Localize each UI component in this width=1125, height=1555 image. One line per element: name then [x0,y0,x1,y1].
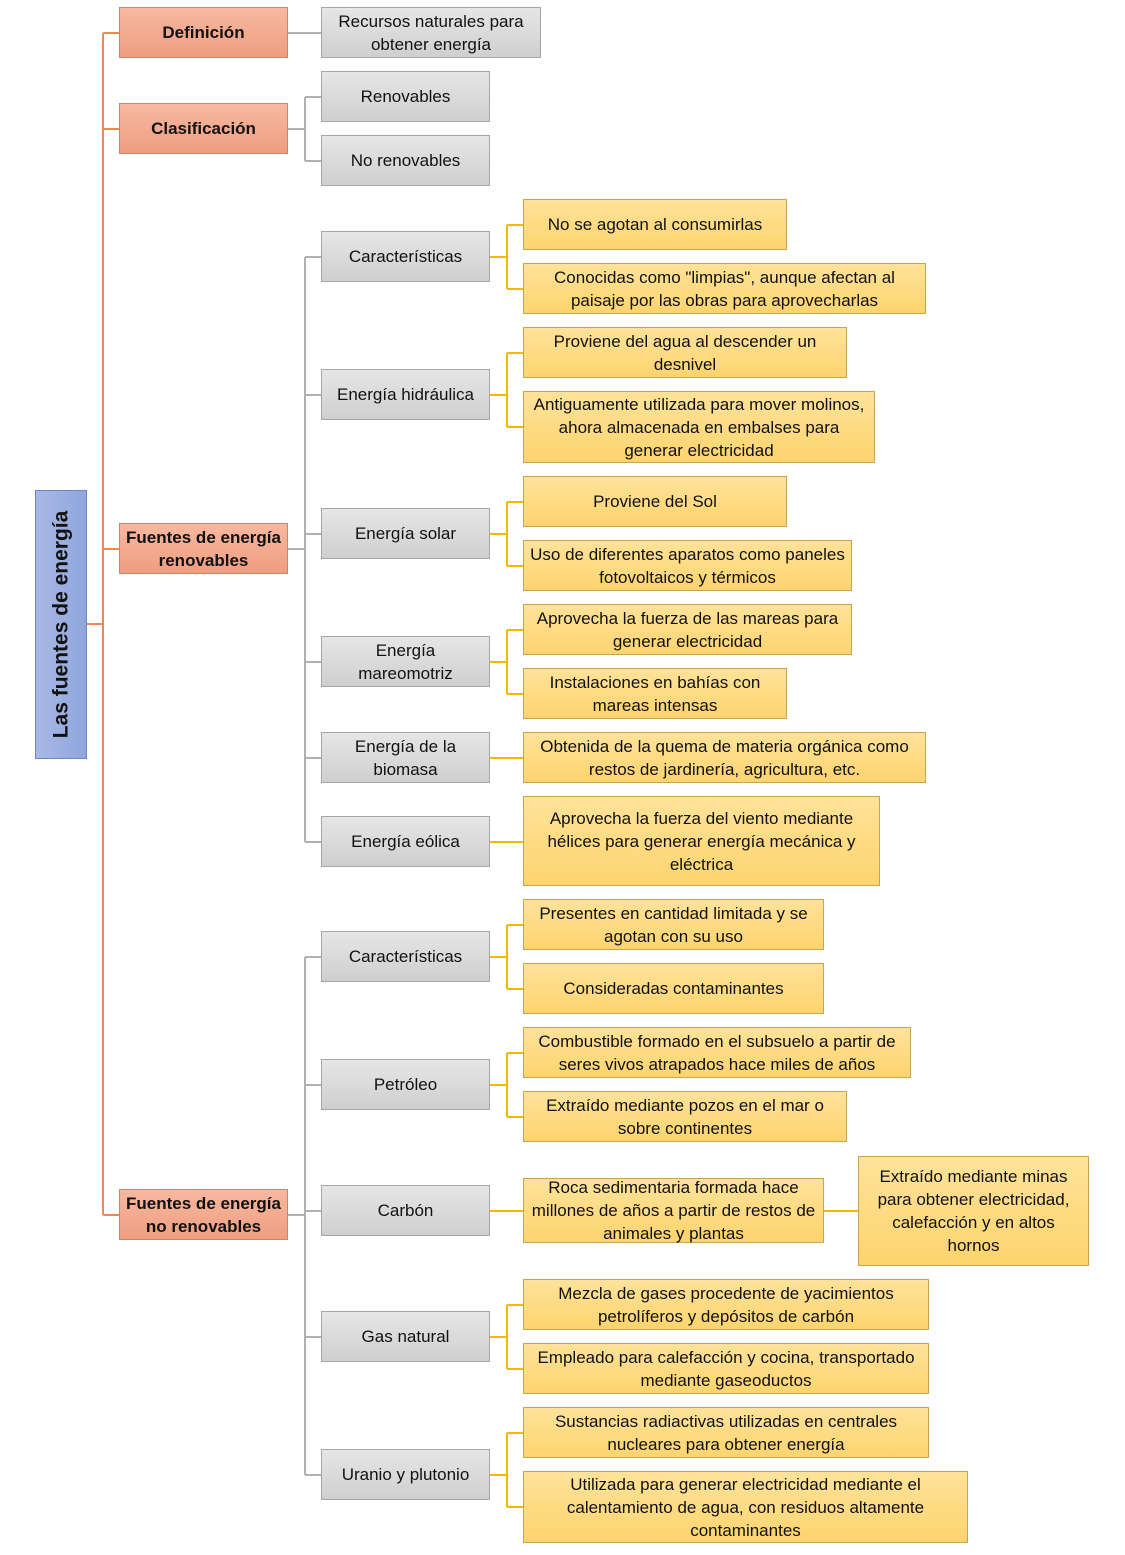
renovables-biomasa: Energía de la biomasa [321,732,490,783]
detail-solar-2: Uso de diferentes aparatos como paneles … [523,540,852,591]
detail-petroleo-2: Extraído mediante pozos en el mar o sobr… [523,1091,847,1142]
detail-biomasa-1: Obtenida de la quema de materia orgánica… [523,732,926,783]
clasificacion-renovables: Renovables [321,71,490,122]
detail-gas-1: Mezcla de gases procedente de yacimiento… [523,1279,929,1330]
detail-uranio-2: Utilizada para generar electricidad medi… [523,1471,968,1543]
renovables-mareomotriz: Energía mareomotriz [321,636,490,687]
detail-uranio-1: Sustancias radiactivas utilizadas en cen… [523,1407,929,1458]
connector-uranio [490,1432,523,1508]
connector-renov-caract [490,224,523,290]
detail-renov-caract-2: Conocidas como "limpias", aunque afectan… [523,263,926,314]
connector-petroleo [490,1052,523,1118]
root-label: Las fuentes de energía [49,510,73,739]
norenov-gas-natural: Gas natural [321,1311,490,1362]
detail-mareomotriz-2: Instalaciones en bahías con mareas inten… [523,668,787,719]
connector-renovables-trunk [288,257,306,842]
definicion-value: Recursos naturales para obtener energía [321,7,541,58]
connector-hidraulica [490,352,523,428]
category-clasificacion: Clasificación [119,103,288,154]
category-renovables: Fuentes de energía renovables [119,523,288,574]
detail-hidraulica-1: Proviene del agua al descender un desniv… [523,327,847,378]
detail-eolica-1: Aprovecha la fuerza del viento mediante … [523,796,880,886]
renovables-hidraulica: Energía hidráulica [321,369,490,420]
connector-mareomotriz [490,629,523,695]
norenov-carbon: Carbón [321,1185,490,1236]
detail-norenov-caract-1: Presentes en cantidad limitada y se agot… [523,899,824,950]
detail-renov-caract-1: No se agotan al consumirlas [523,199,787,250]
detail-mareomotriz-1: Aprovecha la fuerza de las mareas para g… [523,604,852,655]
detail-carbon-1: Roca sedimentaria formada hace millones … [523,1178,824,1243]
renovables-solar: Energía solar [321,508,490,559]
detail-solar-1: Proviene del Sol [523,476,787,527]
connector-norenov-caract [490,924,523,990]
category-no-renovables: Fuentes de energía no renovables [119,1189,288,1240]
detail-gas-2: Empleado para calefacción y cocina, tran… [523,1343,929,1394]
norenov-uranio: Uranio y plutonio [321,1449,490,1500]
detail-norenov-caract-2: Consideradas contaminantes [523,963,824,1014]
renovables-eolica: Energía eólica [321,816,490,867]
connector-solar [490,501,523,567]
connector-clasificacion [288,96,321,162]
norenov-petroleo: Petróleo [321,1059,490,1110]
clasificacion-no-renovables: No renovables [321,135,490,186]
root-node: Las fuentes de energía [35,490,87,759]
detail-petroleo-1: Combustible formado en el subsuelo a par… [523,1027,911,1078]
category-definicion: Definición [119,7,288,58]
detail-carbon-extra: Extraído mediante minas para obtener ele… [858,1156,1089,1266]
norenov-caracteristicas: Características [321,931,490,982]
renovables-caracteristicas: Características [321,231,490,282]
connector-gas [490,1304,523,1370]
connector-norenov-trunk [288,957,306,1475]
detail-hidraulica-2: Antiguamente utilizada para mover molino… [523,391,875,463]
